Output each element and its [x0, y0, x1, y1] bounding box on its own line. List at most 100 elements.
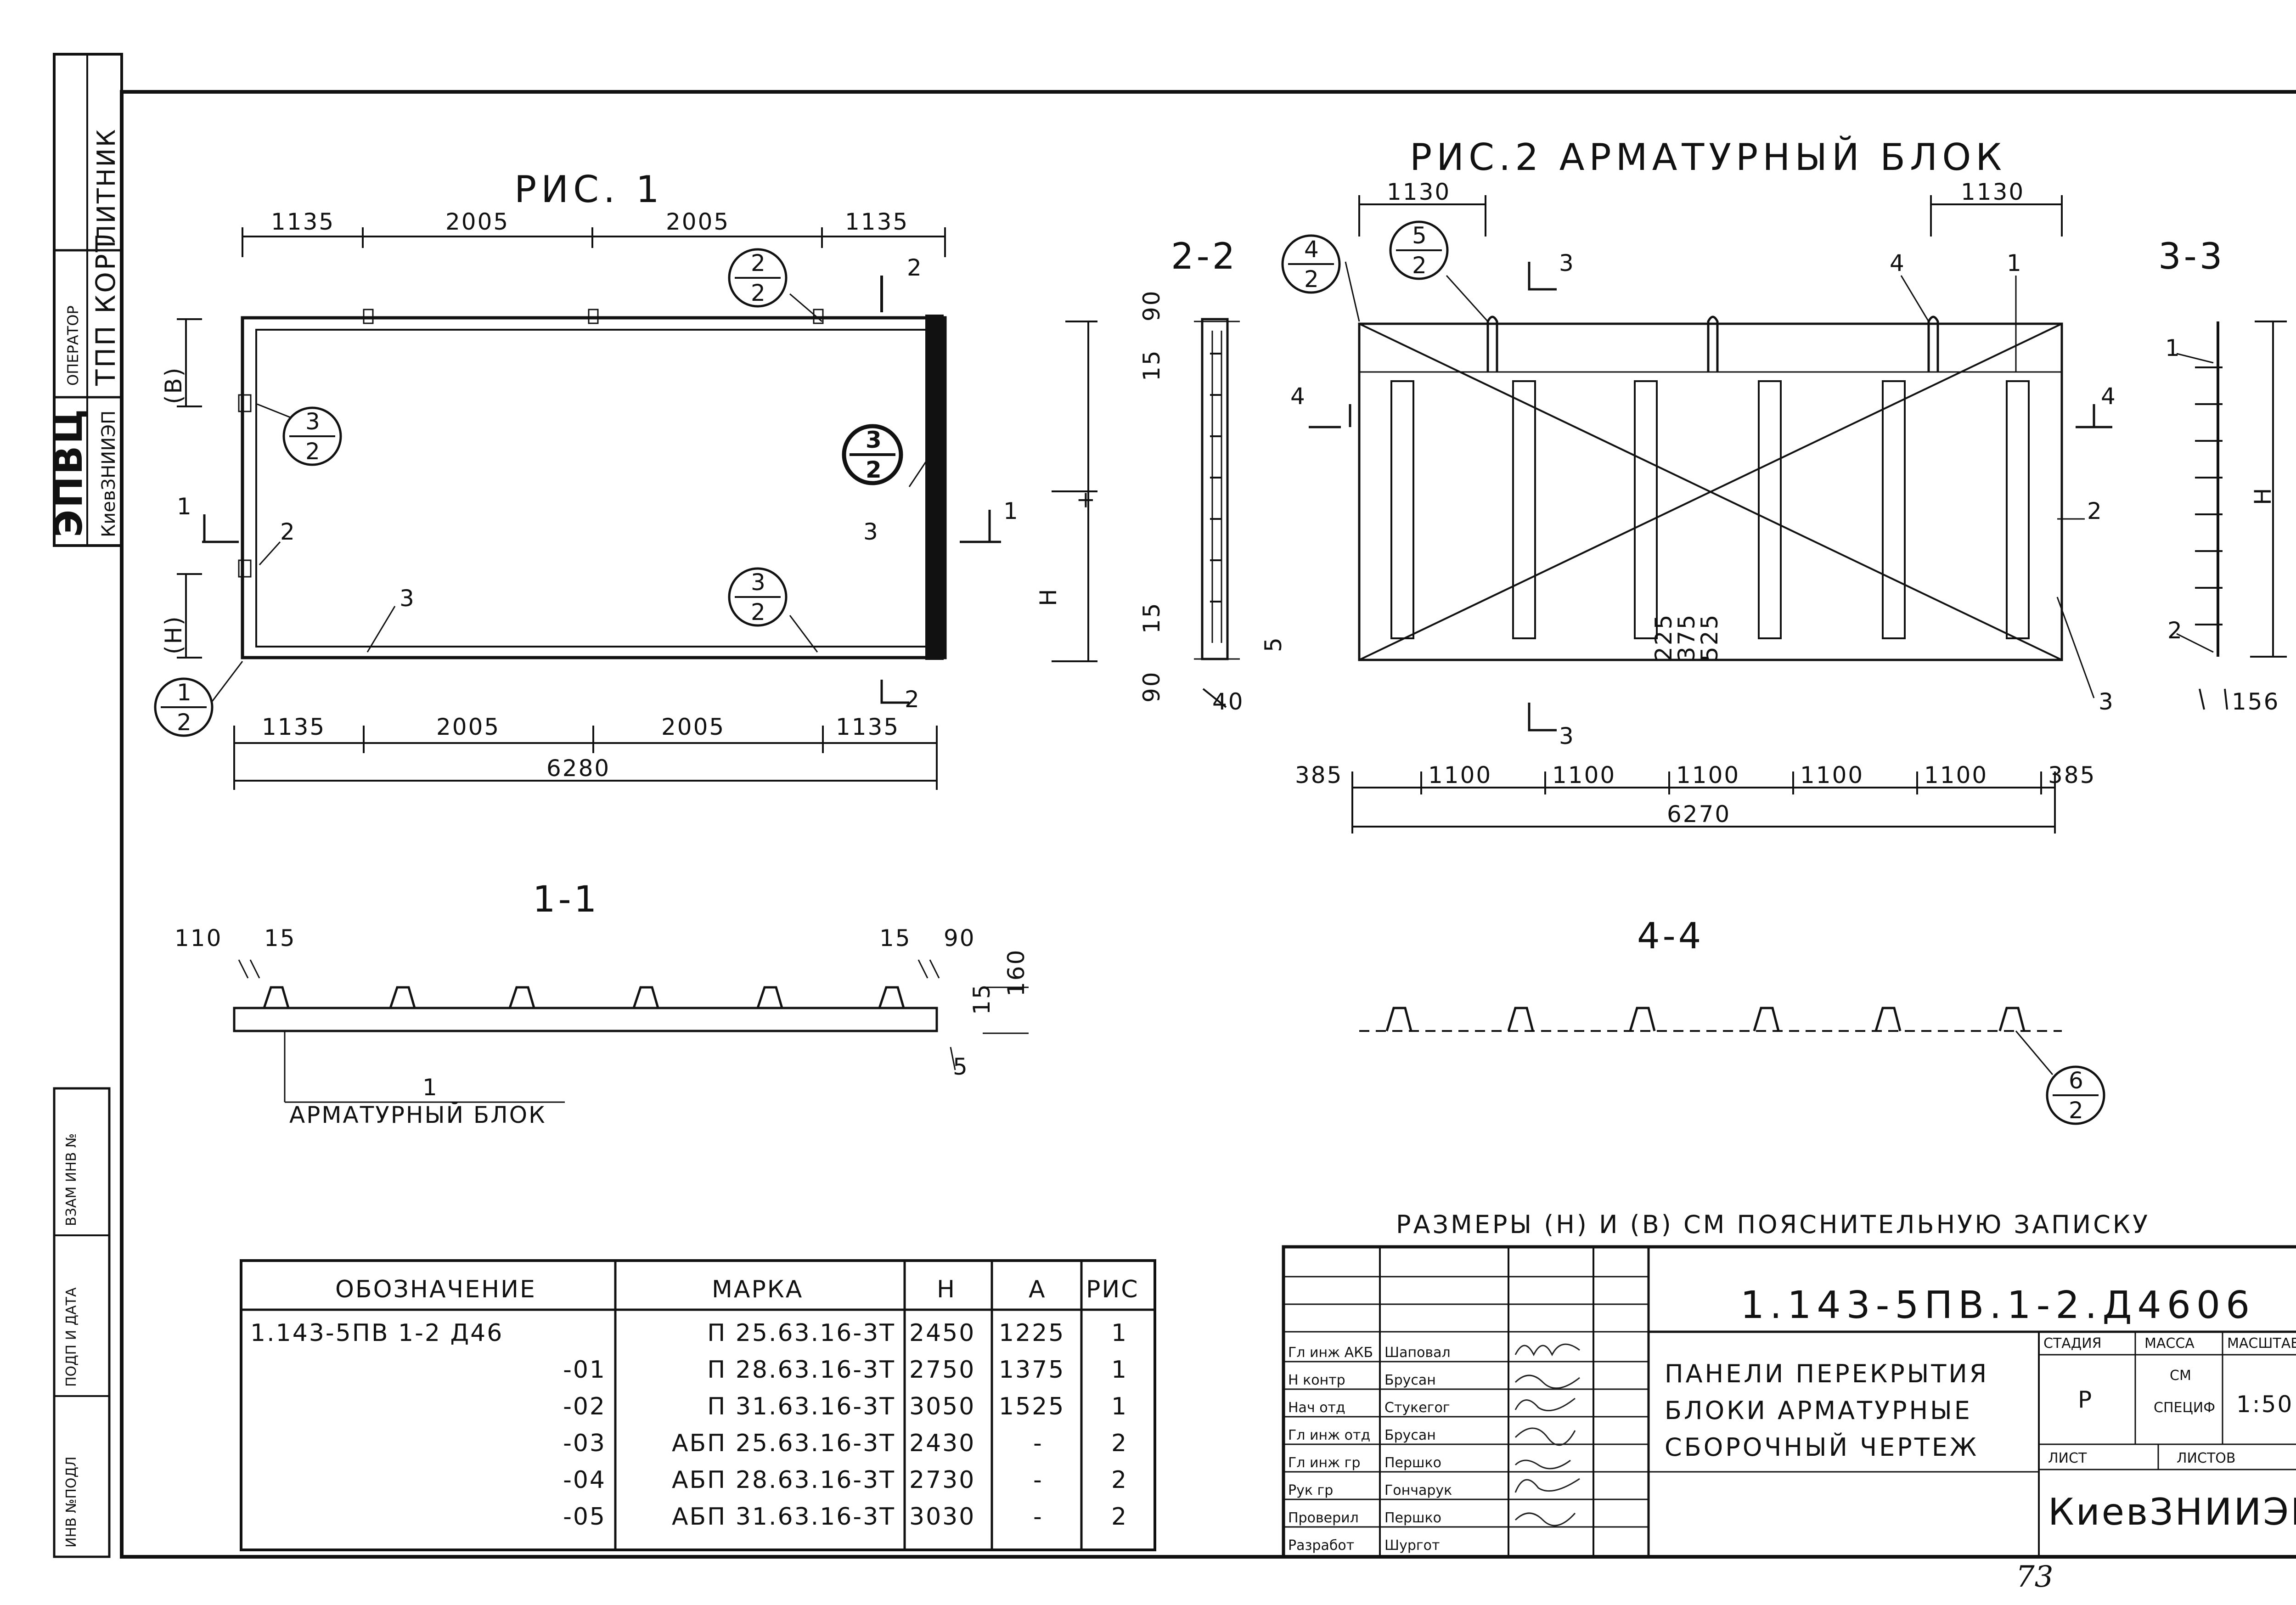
- side-vzam-inv: ВЗАМ ИНВ №: [63, 1133, 79, 1226]
- table-row: -04 АБП 28.63.16-3Т 2730 - 2: [563, 1466, 1128, 1494]
- table-cell: -04: [563, 1466, 606, 1494]
- staff-role: Нач отд: [1288, 1400, 1345, 1416]
- fig1-callout-5: 1 2: [154, 677, 214, 737]
- side-litnik: ЛИТНИК: [92, 128, 121, 243]
- section-1-1: 1-1 110 15 15 90 160 15 5 1 АРМАТУРНЫЙ Б…: [174, 879, 1030, 1128]
- section-4-4: 4-4 6 2: [1359, 916, 2105, 1125]
- title-massa-value-1: СМ: [2170, 1368, 2191, 1384]
- sec11-dim-4: 90: [944, 925, 976, 952]
- table-cell: 1525: [999, 1393, 1065, 1420]
- figure-1: РИС. 1: [154, 168, 1098, 790]
- fig2-callout-1-den: 2: [1304, 266, 1320, 293]
- table-cell: 2: [1111, 1503, 1128, 1531]
- sec22-dim-6: 40: [1212, 688, 1244, 715]
- table-cell: 2730: [909, 1466, 975, 1494]
- sec44-callout-den: 2: [2069, 1097, 2085, 1124]
- sec22-dim-2: 15: [1138, 349, 1165, 381]
- fig2-callout-2-den: 2: [1412, 252, 1428, 279]
- fig2-bottom-dim-1: 385: [1295, 762, 1343, 788]
- fig1-total-dim: 6280: [546, 755, 610, 782]
- spec-header-a: А: [1029, 1276, 1047, 1303]
- spec-table: ОБОЗНАЧЕНИЕ МАРКА Н А РИС 1.143-5ПВ 1-2 …: [240, 1259, 1156, 1551]
- table-row: -02 П 31.63.16-3Т 3050 1525 1: [563, 1393, 1126, 1420]
- title-code: 1.143-5ПВ.1-2.Д4606: [1740, 1284, 2255, 1327]
- sec33-label-1: 1: [2165, 335, 2181, 361]
- spec-header-oboznachenie: ОБОЗНАЧЕНИЕ: [335, 1276, 536, 1303]
- staff-name: Першко: [1384, 1455, 1441, 1471]
- staff-name: Гончарук: [1384, 1482, 1452, 1498]
- fig1-callout-3-num: 3: [866, 427, 883, 453]
- title-name-line-2: БЛОКИ АРМАТУРНЫЕ: [1665, 1396, 1972, 1425]
- table-cell: 1375: [999, 1356, 1065, 1384]
- staff-name: Шургот: [1384, 1537, 1440, 1554]
- fig1-callout-1: 2 2: [728, 248, 788, 308]
- sec22-dim-1: 90: [1138, 289, 1165, 321]
- fig2-marker-pos3: 3: [2099, 688, 2115, 715]
- fig1-b-label: (В): [160, 366, 187, 404]
- side-operator-value: ТПП КОРТ: [90, 234, 121, 386]
- fig2-callout-1: 4 2: [1281, 234, 1341, 294]
- fig1-callout-3-den: 2: [866, 456, 883, 483]
- fig1-bottom-dim-4: 1135: [836, 714, 900, 740]
- table-cell: -05: [563, 1503, 606, 1531]
- table-row: -03 АБП 25.63.16-3Т 2430 - 2: [563, 1430, 1128, 1457]
- fig2-vert-dim-2: 375: [1673, 614, 1700, 661]
- title-masshtab-label: МАСШТАБ: [2227, 1335, 2296, 1352]
- fig2-bottom-dim-3: 1100: [1552, 762, 1616, 788]
- title-stadia-label: СТАДИЯ: [2043, 1335, 2102, 1352]
- title-name-line-3: СБОРОЧНЫЙ ЧЕРТЕЖ: [1665, 1433, 1979, 1462]
- fig1-callout-5-den: 2: [177, 709, 193, 736]
- table-cell: 1.143-5ПВ 1-2 Д46: [250, 1319, 503, 1347]
- staff-name: Стукегог: [1384, 1400, 1450, 1416]
- staff-role: Гл инж отд: [1288, 1427, 1370, 1443]
- fig1-top-dim-4: 1135: [845, 208, 909, 235]
- fig1-callout-4: 3 2: [728, 567, 788, 627]
- fig1-right-plus: +: [1072, 489, 1098, 510]
- fig2-bottom-dim-6: 1100: [1924, 762, 1988, 788]
- fig2-marker-cut3-top: 3: [1559, 250, 1575, 276]
- fig1-callout-2: 3 2: [282, 406, 342, 466]
- fig2-marker-cut4-right: 4: [2101, 383, 2117, 410]
- title-name-line-1: ПАНЕЛИ ПЕРЕКРЫТИЯ: [1665, 1359, 1989, 1388]
- table-cell: -: [1033, 1430, 1043, 1457]
- fig1-right-h: Н: [1035, 587, 1062, 606]
- sec11-dim-2: 15: [264, 925, 296, 952]
- fig2-marker-pos4: 4: [1890, 250, 1906, 276]
- table-cell: 2: [1111, 1466, 1128, 1494]
- table-cell: АБП 28.63.16-3Т: [672, 1466, 895, 1494]
- fig1-marker-cut2-bottom: 2: [905, 686, 921, 713]
- staff-name: Брусан: [1384, 1372, 1436, 1388]
- sec33-title: 3-3: [2158, 236, 2225, 277]
- fig1-callout-3: 3 2: [842, 424, 903, 485]
- fig2-vert-dim-3: 525: [1696, 614, 1723, 661]
- table-cell: -02: [563, 1393, 606, 1420]
- table-cell: 3050: [909, 1393, 975, 1420]
- sec22-dim-5: 5: [1260, 636, 1287, 652]
- fig1-marker-cut1-left: 1: [177, 493, 193, 520]
- table-row: 1.143-5ПВ 1-2 Д46 П 25.63.16-3Т 2450 122…: [250, 1319, 1126, 1347]
- fig1-top-dim-1: 1135: [271, 208, 335, 235]
- table-cell: -01: [563, 1356, 606, 1384]
- dimension-note: РАЗМЕРЫ (Н) И (В) СМ ПОЯСНИТЕЛЬНУЮ ЗАПИС…: [1396, 1210, 2150, 1239]
- sec11-leader-num: 1: [422, 1074, 439, 1101]
- fig1-bottom-dim-3: 2005: [661, 714, 725, 740]
- table-cell: 2: [1111, 1430, 1128, 1457]
- title-org: КиевЗНИИЭП: [2048, 1491, 2296, 1533]
- fig1-title: РИС. 1: [514, 168, 664, 211]
- side-org-sub: КиевЗНИИЭП: [98, 411, 119, 537]
- spec-header-h: Н: [937, 1276, 956, 1303]
- title-listov-label: ЛИСТОВ: [2177, 1450, 2235, 1466]
- spec-header-ris: РИС: [1086, 1276, 1139, 1303]
- staff-role: Рук гр: [1288, 1482, 1333, 1498]
- table-cell: 2750: [909, 1356, 975, 1384]
- table-cell: -: [1033, 1503, 1043, 1531]
- table-cell: 3030: [909, 1503, 975, 1531]
- section-2-2: 2-2 90 15 15 90 5 40: [1138, 236, 1287, 715]
- fig2-marker-cut4-left: 4: [1290, 383, 1306, 410]
- fig2-title: РИС.2 АРМАТУРНЫЙ БЛОК: [1410, 135, 2006, 179]
- fig2-vert-dim-1: 225: [1650, 614, 1677, 661]
- fig2-callout-2-num: 5: [1412, 222, 1428, 249]
- section-3-3: 3-3 1 2 Н 156: [2158, 236, 2287, 715]
- title-massa-value-2: СПЕЦИФ: [2154, 1400, 2215, 1416]
